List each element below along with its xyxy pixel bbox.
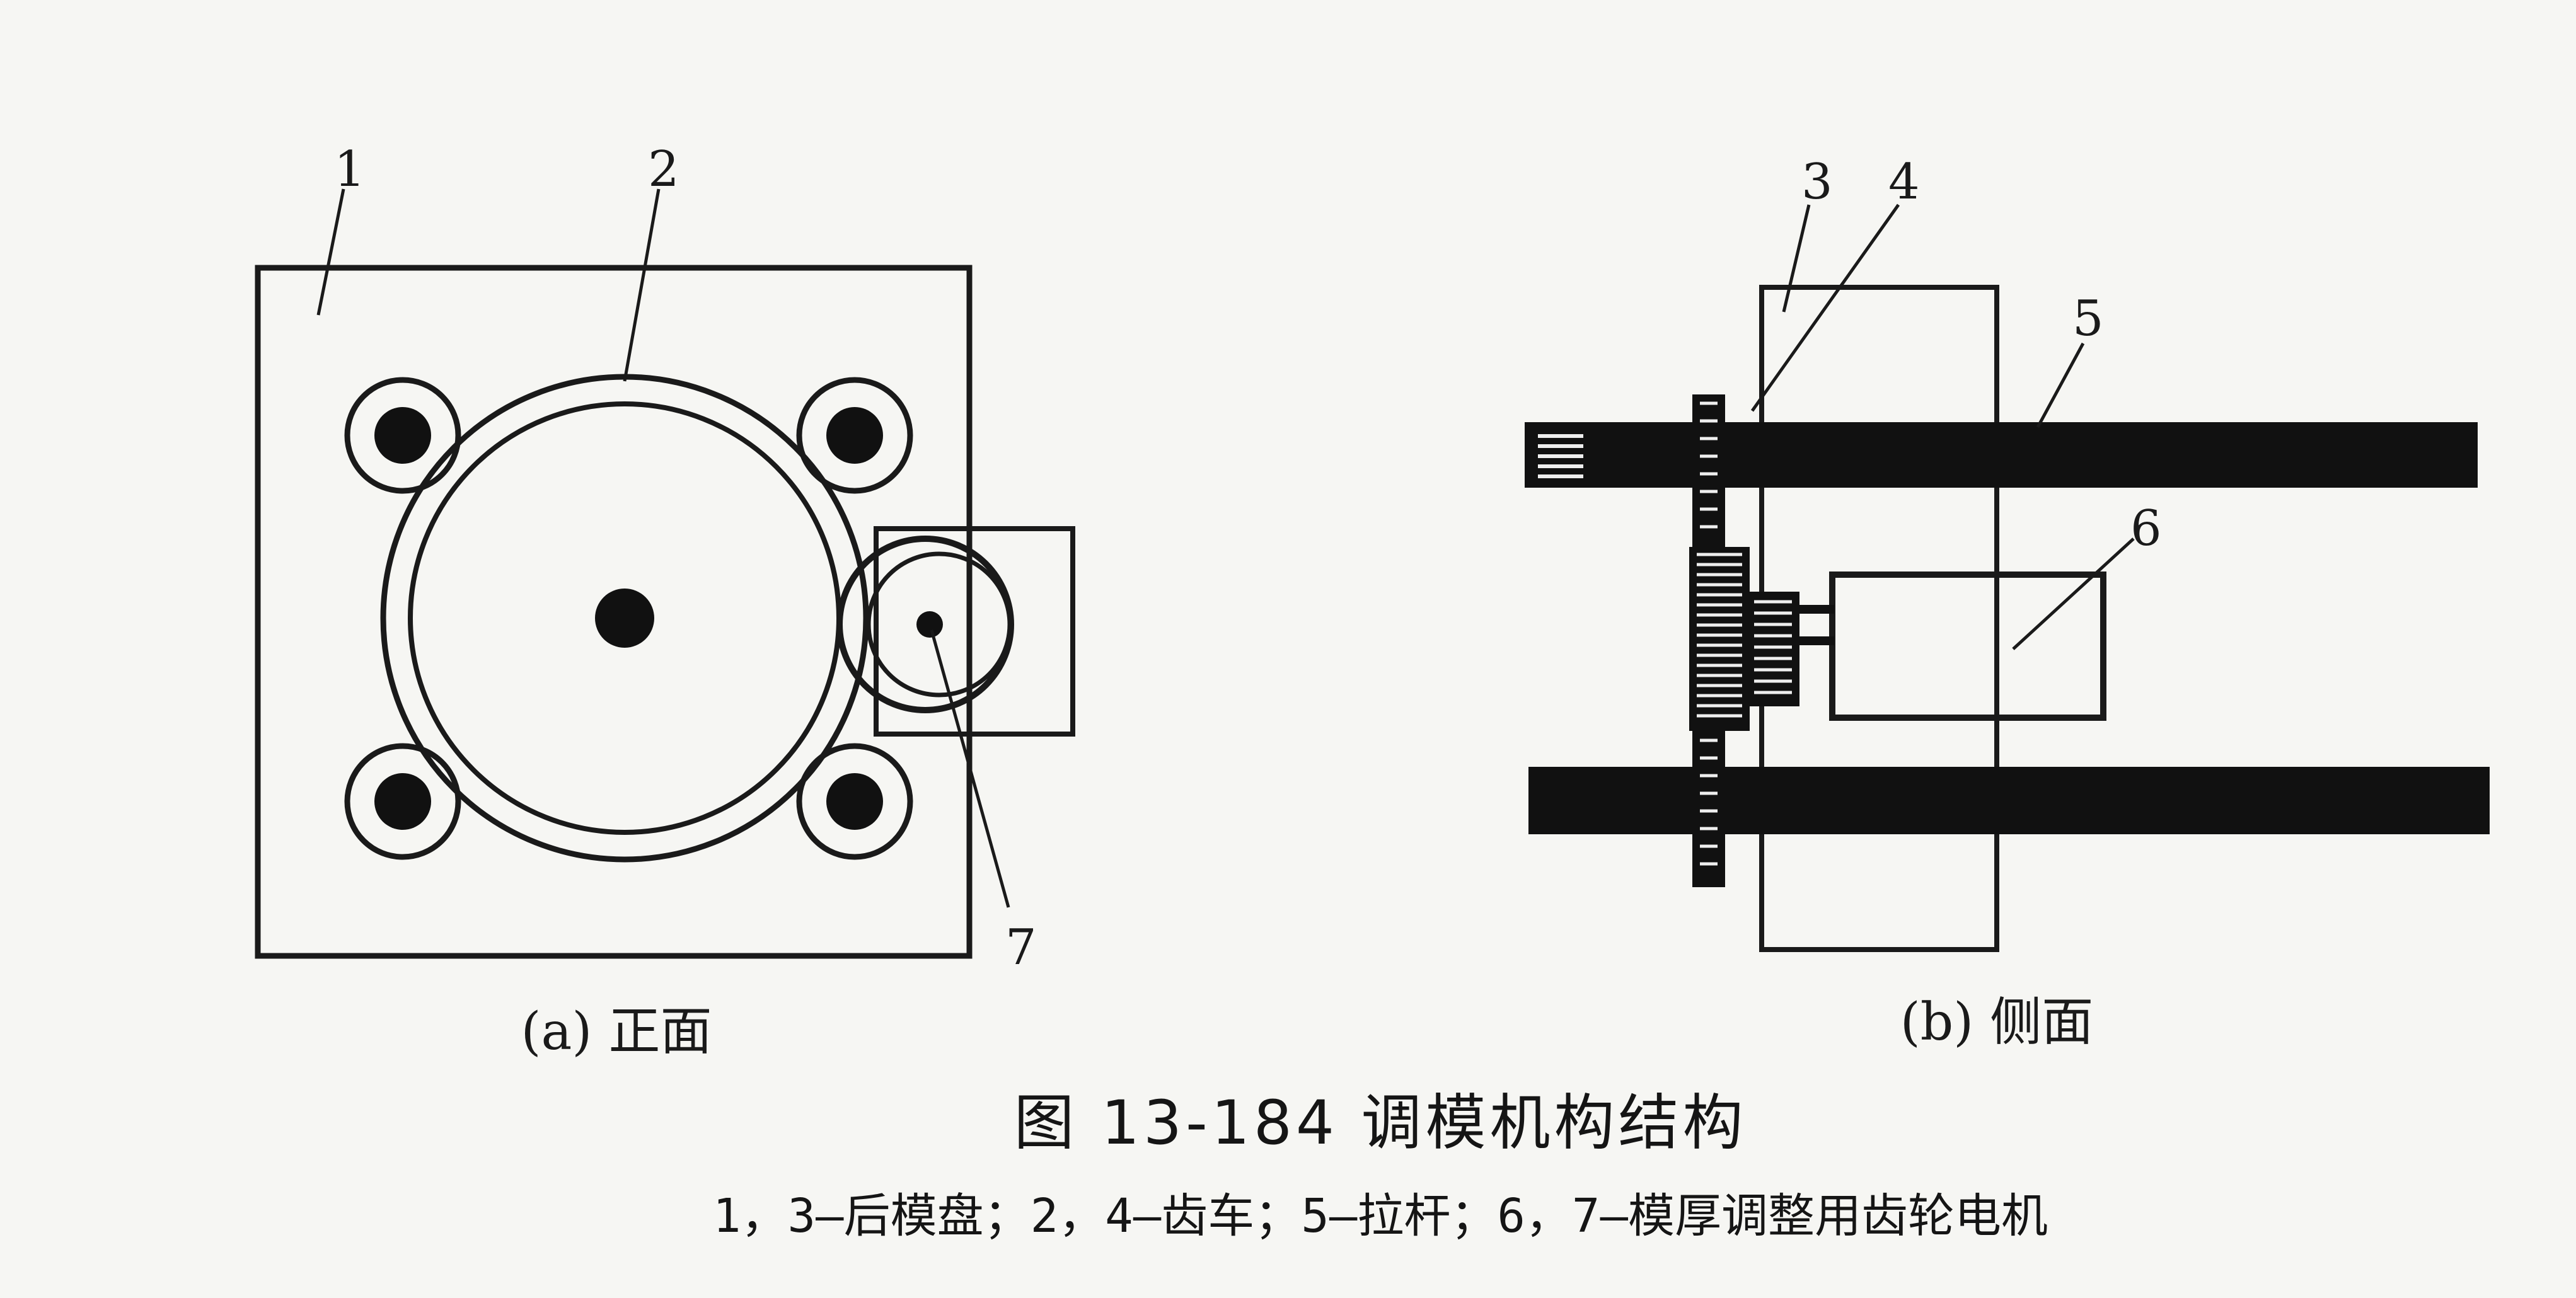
label-3: 3 xyxy=(1801,154,1833,210)
leader-lines-side xyxy=(1750,204,2135,650)
bolt-hole xyxy=(796,377,913,494)
small-gear-7 xyxy=(836,536,1014,713)
thread-marks xyxy=(1538,434,1583,478)
motor-6 xyxy=(1829,571,2106,721)
large-gear-2 xyxy=(380,374,869,863)
caption-side: (b) 侧面 xyxy=(1900,992,2094,1052)
figure-legend: 1，3—后模盘；2，4—齿车；5—拉杆；6，7—模厚调整用齿轮电机 xyxy=(713,1189,2048,1243)
label-4: 4 xyxy=(1888,154,1920,210)
motor-housing-7 xyxy=(874,526,1075,737)
bolt-hole xyxy=(344,377,461,494)
label-7: 7 xyxy=(1005,919,1037,976)
figure-title: 图 13-184 调模机构结构 xyxy=(1014,1088,1747,1158)
leader-lines-front xyxy=(316,188,1010,908)
tie-bar-lower-5 xyxy=(1528,767,2490,834)
label-5: 5 xyxy=(2072,290,2104,347)
tie-bar-upper-5 xyxy=(1525,422,2478,488)
label-2: 2 xyxy=(648,141,679,198)
bolt-holes xyxy=(344,377,913,860)
label-6: 6 xyxy=(2130,500,2162,557)
rear-platen-1 xyxy=(255,265,973,959)
side-view: 3 4 5 6 (b) 侧面 xyxy=(1525,154,2490,1052)
label-1: 1 xyxy=(334,141,366,198)
bolt-hole xyxy=(344,743,461,860)
caption-front: (a) 正面 xyxy=(521,1002,712,1062)
gear-4 xyxy=(1689,394,1799,887)
motor-shaft xyxy=(1796,605,1834,645)
bolt-hole xyxy=(796,743,913,860)
front-view: 1 2 7 (a) 正面 xyxy=(255,141,1075,1062)
